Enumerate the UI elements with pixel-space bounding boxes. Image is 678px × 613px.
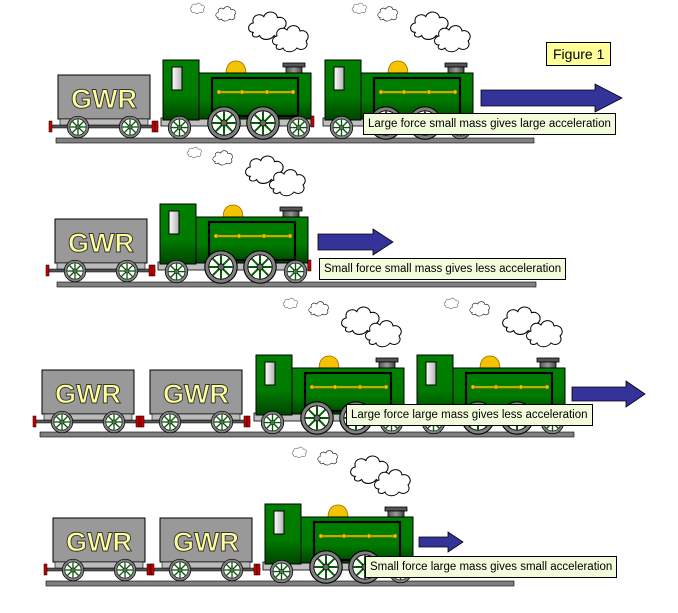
track xyxy=(39,431,575,438)
scene-1 xyxy=(49,3,623,144)
scene-caption-1: Large force small mass gives large accel… xyxy=(363,113,616,135)
force-arrow xyxy=(480,83,623,113)
force-arrow xyxy=(317,228,394,256)
wagon-label: GWR xyxy=(68,228,134,258)
locomotive xyxy=(161,3,314,139)
wagon-label: GWR xyxy=(173,527,239,557)
wagon-label: GWR xyxy=(55,379,121,409)
wagon-label: GWR xyxy=(66,527,132,557)
scene-caption-3: Large force large mass gives less accele… xyxy=(346,404,593,426)
wagon-label: GWR xyxy=(163,379,229,409)
scene-caption-2: Small force small mass gives less accele… xyxy=(319,258,567,280)
scene-2 xyxy=(46,147,537,288)
force-arrow xyxy=(571,380,646,408)
figure-label: Figure 1 xyxy=(546,42,612,66)
wagon-label: GWR xyxy=(71,84,137,114)
scene-caption-4: Small force large mass gives small accel… xyxy=(365,556,618,578)
scene-3 xyxy=(33,298,646,438)
locomotive xyxy=(158,147,311,283)
scene-4 xyxy=(44,447,515,587)
force-arrow xyxy=(418,531,464,553)
